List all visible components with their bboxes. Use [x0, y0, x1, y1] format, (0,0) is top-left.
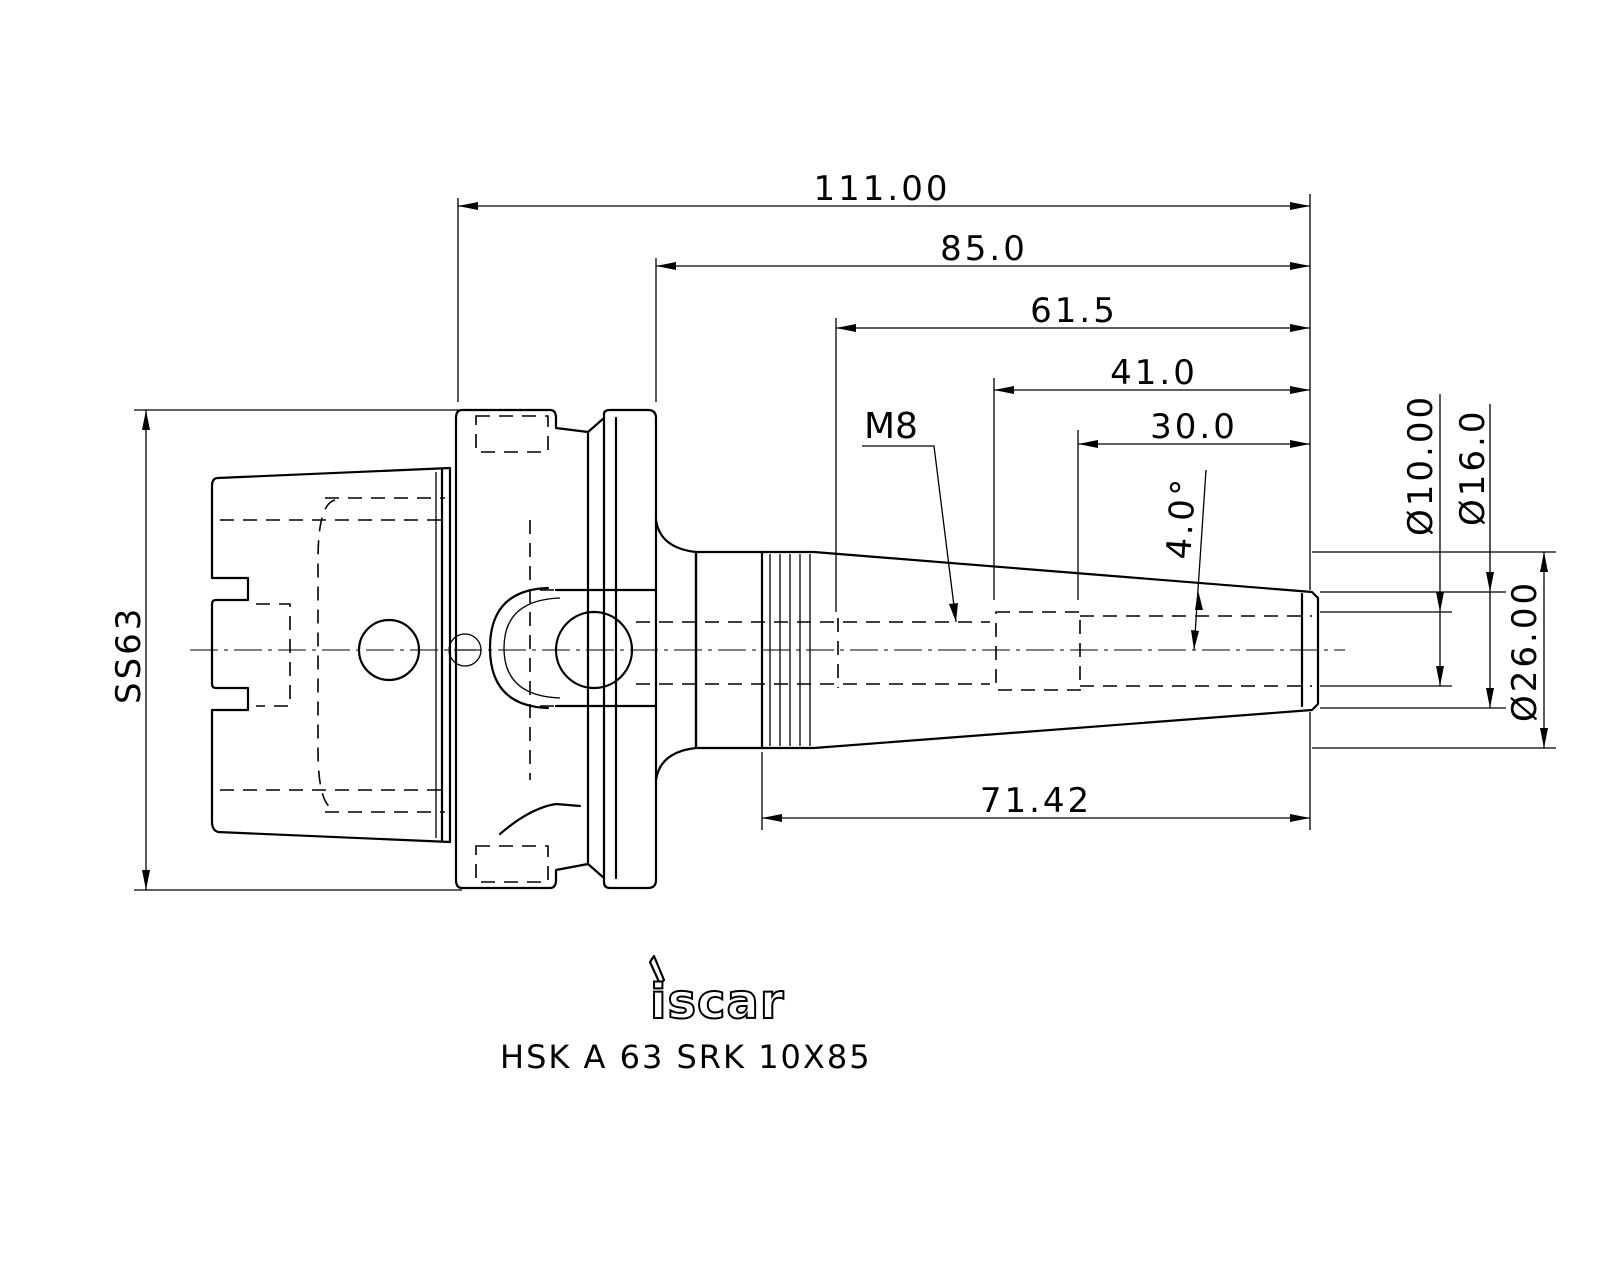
logo-text: iscar	[650, 974, 785, 1030]
dim-length-41: 41.0	[1110, 353, 1198, 393]
thread-label: M8	[864, 406, 918, 447]
dim-overall-length: 111.00	[814, 169, 951, 209]
dim-length-30: 30.0	[1150, 407, 1238, 447]
product-title: HSK A 63 SRK 10X85	[500, 1038, 872, 1076]
dim-taper-length: 71.42	[980, 781, 1092, 821]
dim-dia-16: Ø16.0	[1453, 409, 1493, 526]
dimension-texts: 111.00 85.0 61.5 41.0 30.0 71.42 M8 4.0°…	[109, 169, 1545, 821]
dim-length-61: 61.5	[1030, 291, 1118, 331]
dim-dia-10: Ø10.00	[1401, 394, 1441, 536]
hsk-shank	[210, 466, 452, 844]
iscar-logo: iscar	[648, 954, 785, 1031]
logo-mark-icon	[648, 954, 666, 986]
dimension-lines	[142, 202, 1548, 890]
flange	[448, 408, 698, 890]
dim-taper-angle: 4.0°	[1159, 475, 1205, 561]
dim-length-85: 85.0	[940, 229, 1028, 269]
dim-dia-26: Ø26.00	[1505, 580, 1545, 722]
extension-lines	[134, 194, 1556, 891]
dim-shank-size: SS63	[109, 606, 149, 704]
